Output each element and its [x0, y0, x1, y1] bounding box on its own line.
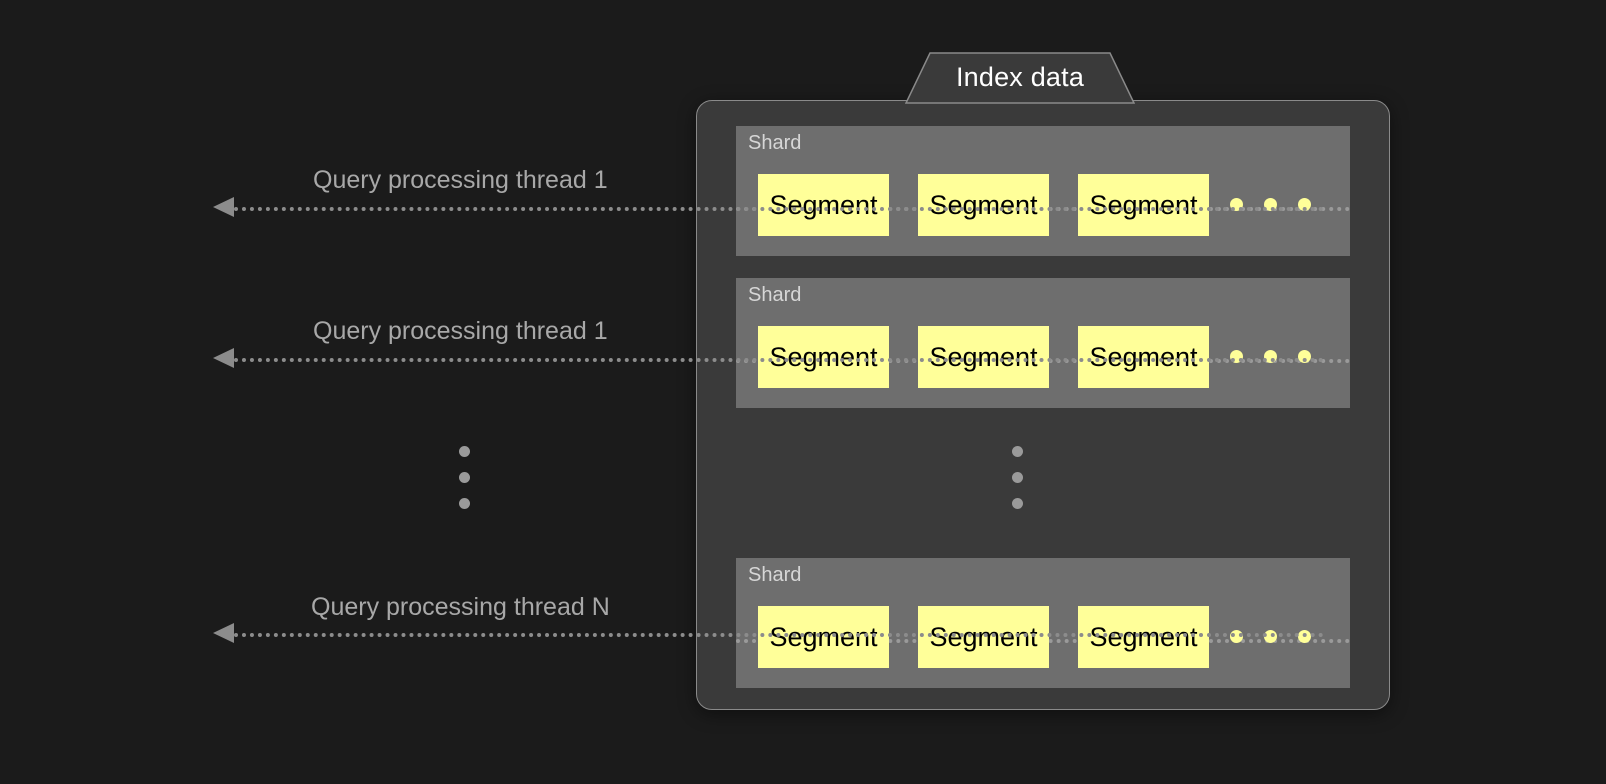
- shard-label-1: Shard: [748, 132, 802, 154]
- index-data-tab: Index data: [905, 52, 1135, 104]
- shard-vertical-ellipsis: [1012, 446, 1023, 509]
- segment-gap: [1049, 606, 1078, 668]
- segment-list-1: Segment Segment Segment: [758, 174, 1209, 236]
- ellipsis-dot: [1012, 446, 1023, 457]
- ellipsis-dot: [459, 446, 470, 457]
- query-thread-arrowhead-1: [213, 197, 234, 217]
- query-thread-arrowhead-n: [213, 623, 234, 643]
- query-thread-arrowhead-2: [213, 348, 234, 368]
- segment-list-2: Segment Segment Segment: [758, 326, 1209, 388]
- query-thread-vertical-ellipsis: [459, 446, 470, 509]
- shard-row-1: Shard Segment Segment Segment: [736, 126, 1350, 256]
- query-thread-label-n: Query processing thread N: [311, 593, 610, 621]
- segment-box: Segment: [1078, 326, 1209, 388]
- segment-gap: [889, 174, 918, 236]
- segment-box: Segment: [758, 606, 889, 668]
- query-thread-label-2: Query processing thread 1: [313, 317, 608, 345]
- ellipsis-dot: [459, 472, 470, 483]
- segment-box: Segment: [918, 606, 1049, 668]
- segment-box: Segment: [918, 174, 1049, 236]
- ellipsis-dot: [1012, 498, 1023, 509]
- segment-box: Segment: [758, 326, 889, 388]
- query-thread-label-1: Query processing thread 1: [313, 166, 608, 194]
- index-data-tab-shape: [905, 52, 1135, 104]
- shard-row-n: Shard Segment Segment Segment: [736, 558, 1350, 688]
- segment-box: Segment: [1078, 606, 1209, 668]
- ellipsis-dot: [1012, 472, 1023, 483]
- shard-row-2: Shard Segment Segment Segment: [736, 278, 1350, 408]
- segment-gap: [889, 326, 918, 388]
- shard-label-2: Shard: [748, 284, 802, 306]
- segment-gap: [1049, 174, 1078, 236]
- segment-gap: [1049, 326, 1078, 388]
- query-thread-line-n: [234, 633, 1324, 637]
- query-thread-line-2: [234, 358, 1324, 362]
- shard-label-n: Shard: [748, 564, 802, 586]
- index-data-title: Index data: [955, 61, 1085, 92]
- query-thread-line-1: [234, 207, 1324, 211]
- segment-gap: [889, 606, 918, 668]
- ellipsis-dot: [459, 498, 470, 509]
- segment-list-n: Segment Segment Segment: [758, 606, 1209, 668]
- segment-box: Segment: [918, 326, 1049, 388]
- segment-box: Segment: [1078, 174, 1209, 236]
- segment-box: Segment: [758, 174, 889, 236]
